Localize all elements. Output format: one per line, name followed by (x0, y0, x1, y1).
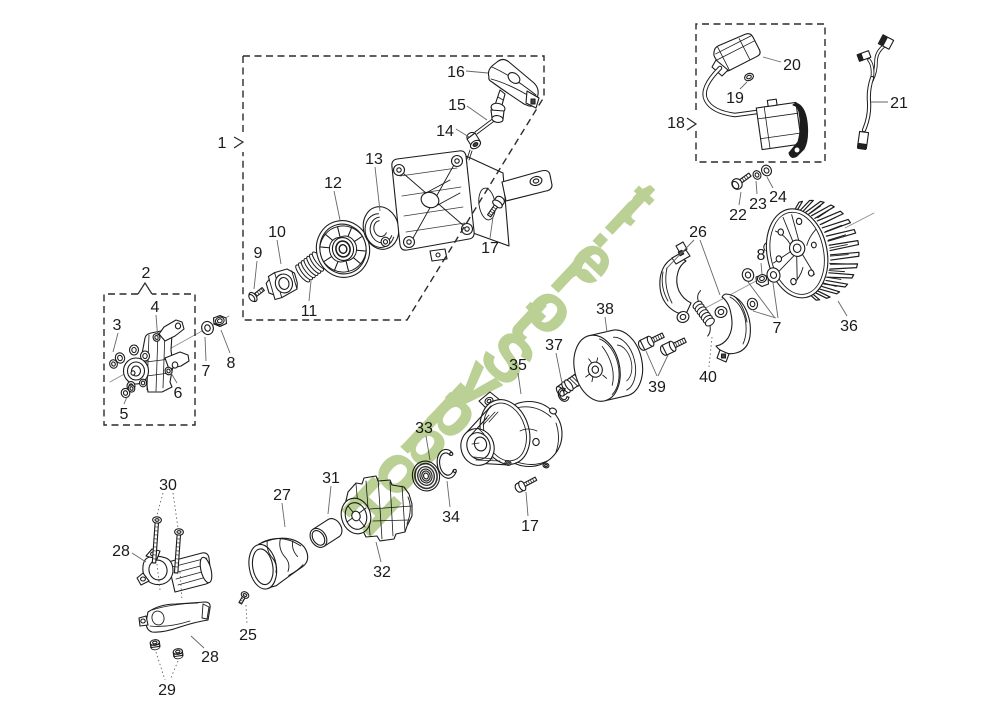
svg-text:31: 31 (322, 470, 340, 487)
svg-text:30: 30 (159, 477, 177, 494)
svg-text:4: 4 (151, 299, 160, 316)
svg-text:36: 36 (840, 318, 858, 335)
svg-text:19: 19 (726, 90, 744, 107)
svg-text:21: 21 (890, 95, 908, 112)
svg-text:23: 23 (749, 196, 767, 213)
svg-text:22: 22 (729, 207, 747, 224)
svg-text:35: 35 (509, 357, 527, 374)
svg-text:33: 33 (415, 420, 433, 437)
svg-text:24: 24 (769, 189, 787, 206)
svg-text:34: 34 (442, 509, 460, 526)
svg-text:8: 8 (757, 247, 766, 264)
svg-text:2: 2 (142, 265, 151, 282)
svg-text:6: 6 (174, 385, 183, 402)
svg-text:17: 17 (521, 518, 539, 535)
svg-text:38: 38 (596, 301, 614, 318)
svg-text:12: 12 (324, 175, 342, 192)
svg-text:15: 15 (448, 97, 466, 114)
svg-text:1: 1 (218, 135, 227, 152)
svg-text:5: 5 (120, 406, 129, 423)
svg-text:25: 25 (239, 627, 257, 644)
svg-text:9: 9 (254, 245, 263, 262)
svg-text:26: 26 (689, 224, 707, 241)
svg-text:14: 14 (436, 123, 454, 140)
svg-text:29: 29 (158, 682, 176, 699)
svg-text:7: 7 (202, 363, 211, 380)
svg-text:20: 20 (783, 57, 801, 74)
svg-text:40: 40 (699, 369, 717, 386)
svg-text:32: 32 (373, 564, 391, 581)
svg-text:18: 18 (667, 115, 685, 132)
svg-text:37: 37 (545, 337, 563, 354)
svg-text:27: 27 (273, 487, 291, 504)
svg-text:17: 17 (481, 240, 499, 257)
svg-text:3: 3 (113, 317, 122, 334)
svg-text:11: 11 (301, 303, 318, 320)
svg-text:10: 10 (268, 224, 286, 241)
svg-text:28: 28 (201, 649, 219, 666)
svg-text:39: 39 (648, 379, 666, 396)
svg-text:16: 16 (447, 64, 465, 81)
svg-text:28: 28 (112, 543, 130, 560)
svg-text:13: 13 (365, 151, 383, 168)
svg-text:8: 8 (227, 355, 236, 372)
svg-text:7: 7 (773, 320, 782, 337)
